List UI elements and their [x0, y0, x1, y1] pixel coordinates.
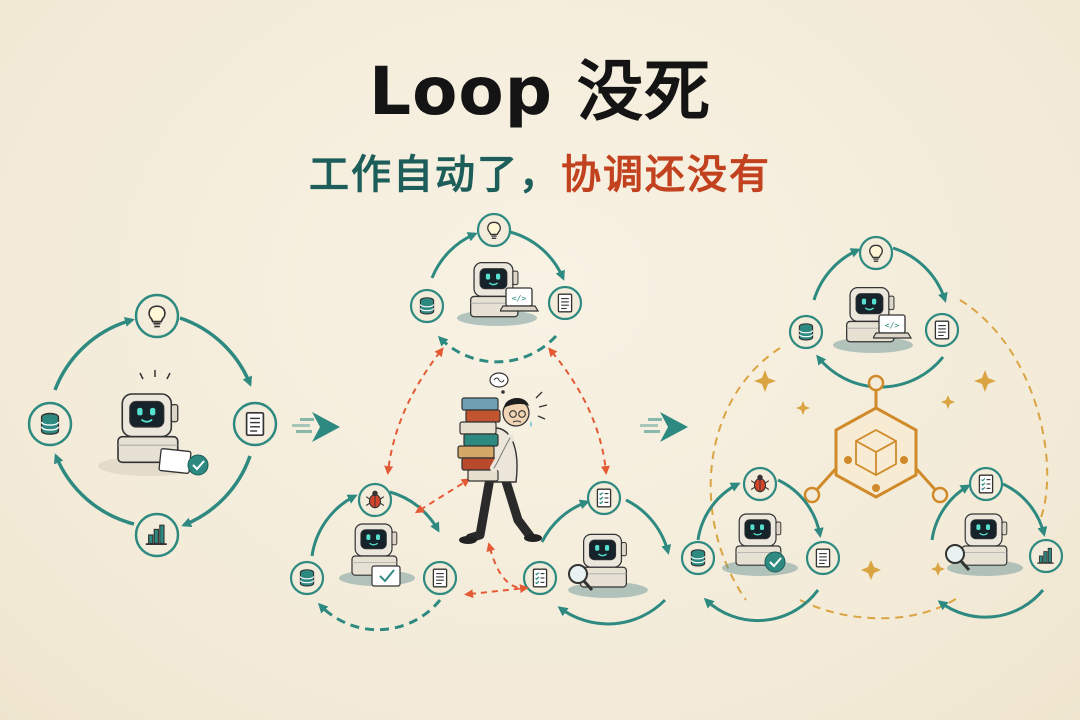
robot-agent: [945, 513, 1023, 576]
checkmark-icon: [764, 551, 786, 573]
database-icon: [409, 288, 445, 324]
document-icon: [422, 560, 458, 596]
robot-agent: [722, 513, 798, 576]
loop-arc-top-right: [179, 316, 253, 387]
lightbulb-icon: [858, 235, 894, 271]
checkmark-icon: [379, 569, 395, 583]
magnifier-icon: [568, 564, 594, 591]
bottom-right-loop: [522, 480, 672, 626]
robot-agent: [457, 261, 539, 326]
bar-chart-icon: [1028, 538, 1064, 574]
bug-icon: [357, 482, 393, 518]
lightbulb-icon: [476, 212, 512, 248]
bar-chart-icon: [134, 512, 180, 558]
database-icon: [289, 560, 325, 596]
checklist-icon: [968, 466, 1004, 502]
code-laptop-icon: [500, 287, 539, 312]
sparkle-icon: [754, 370, 996, 580]
document-icon: [805, 540, 841, 576]
checklist-icon: [522, 560, 558, 596]
activity-marks: [139, 370, 171, 380]
document-icon: [232, 401, 278, 447]
checklist-icon: [586, 480, 622, 516]
coordination-arrows: [384, 347, 610, 599]
magnifier-icon: [945, 544, 971, 571]
bug-icon: [742, 466, 778, 502]
main-title: Loop 没死: [369, 53, 711, 130]
document-icon: [924, 312, 960, 348]
robot-agent: [833, 286, 913, 353]
robot-agent: [568, 533, 648, 598]
single-agent-loop: [27, 293, 278, 558]
dashed-orbit-bottom: [799, 595, 961, 620]
arrow-right-icon: [640, 412, 688, 442]
lightbulb-icon: [134, 293, 180, 339]
loop-arc-bottom-left: [54, 453, 135, 526]
robot-agent: [339, 523, 415, 587]
subtitle-part-automated: 工作自动了，: [309, 152, 561, 198]
loop-arc-top-left: [53, 317, 135, 391]
database-icon: [788, 314, 824, 350]
top-loop: [788, 235, 960, 389]
checkmark-icon: [187, 454, 209, 476]
hexagon-hub-icon: [803, 374, 949, 504]
bottom-right-loop: [930, 466, 1064, 619]
orchestrated-loops: [680, 235, 1064, 623]
code-laptop-icon: [873, 314, 912, 339]
subtitle: 工作自动了，协调还没有: [0, 142, 1080, 200]
arrow-right-icon: [292, 412, 340, 442]
database-icon: [680, 540, 716, 576]
robot-agent: [98, 370, 209, 476]
database-icon: [27, 401, 73, 447]
subtitle-part-coordination: 协调还没有: [561, 152, 771, 198]
bottom-left-loop: [680, 466, 841, 623]
bottom-left-loop: [289, 482, 458, 632]
document-icon: [547, 285, 583, 321]
dashed-orbit-left: [709, 347, 781, 601]
overwhelmed-person: [457, 372, 548, 544]
human-coordinated-loops: [289, 212, 672, 632]
top-loop: [409, 212, 583, 364]
loop-arc-bottom-right: [181, 455, 252, 528]
dashed-orbit-right: [959, 299, 1049, 521]
